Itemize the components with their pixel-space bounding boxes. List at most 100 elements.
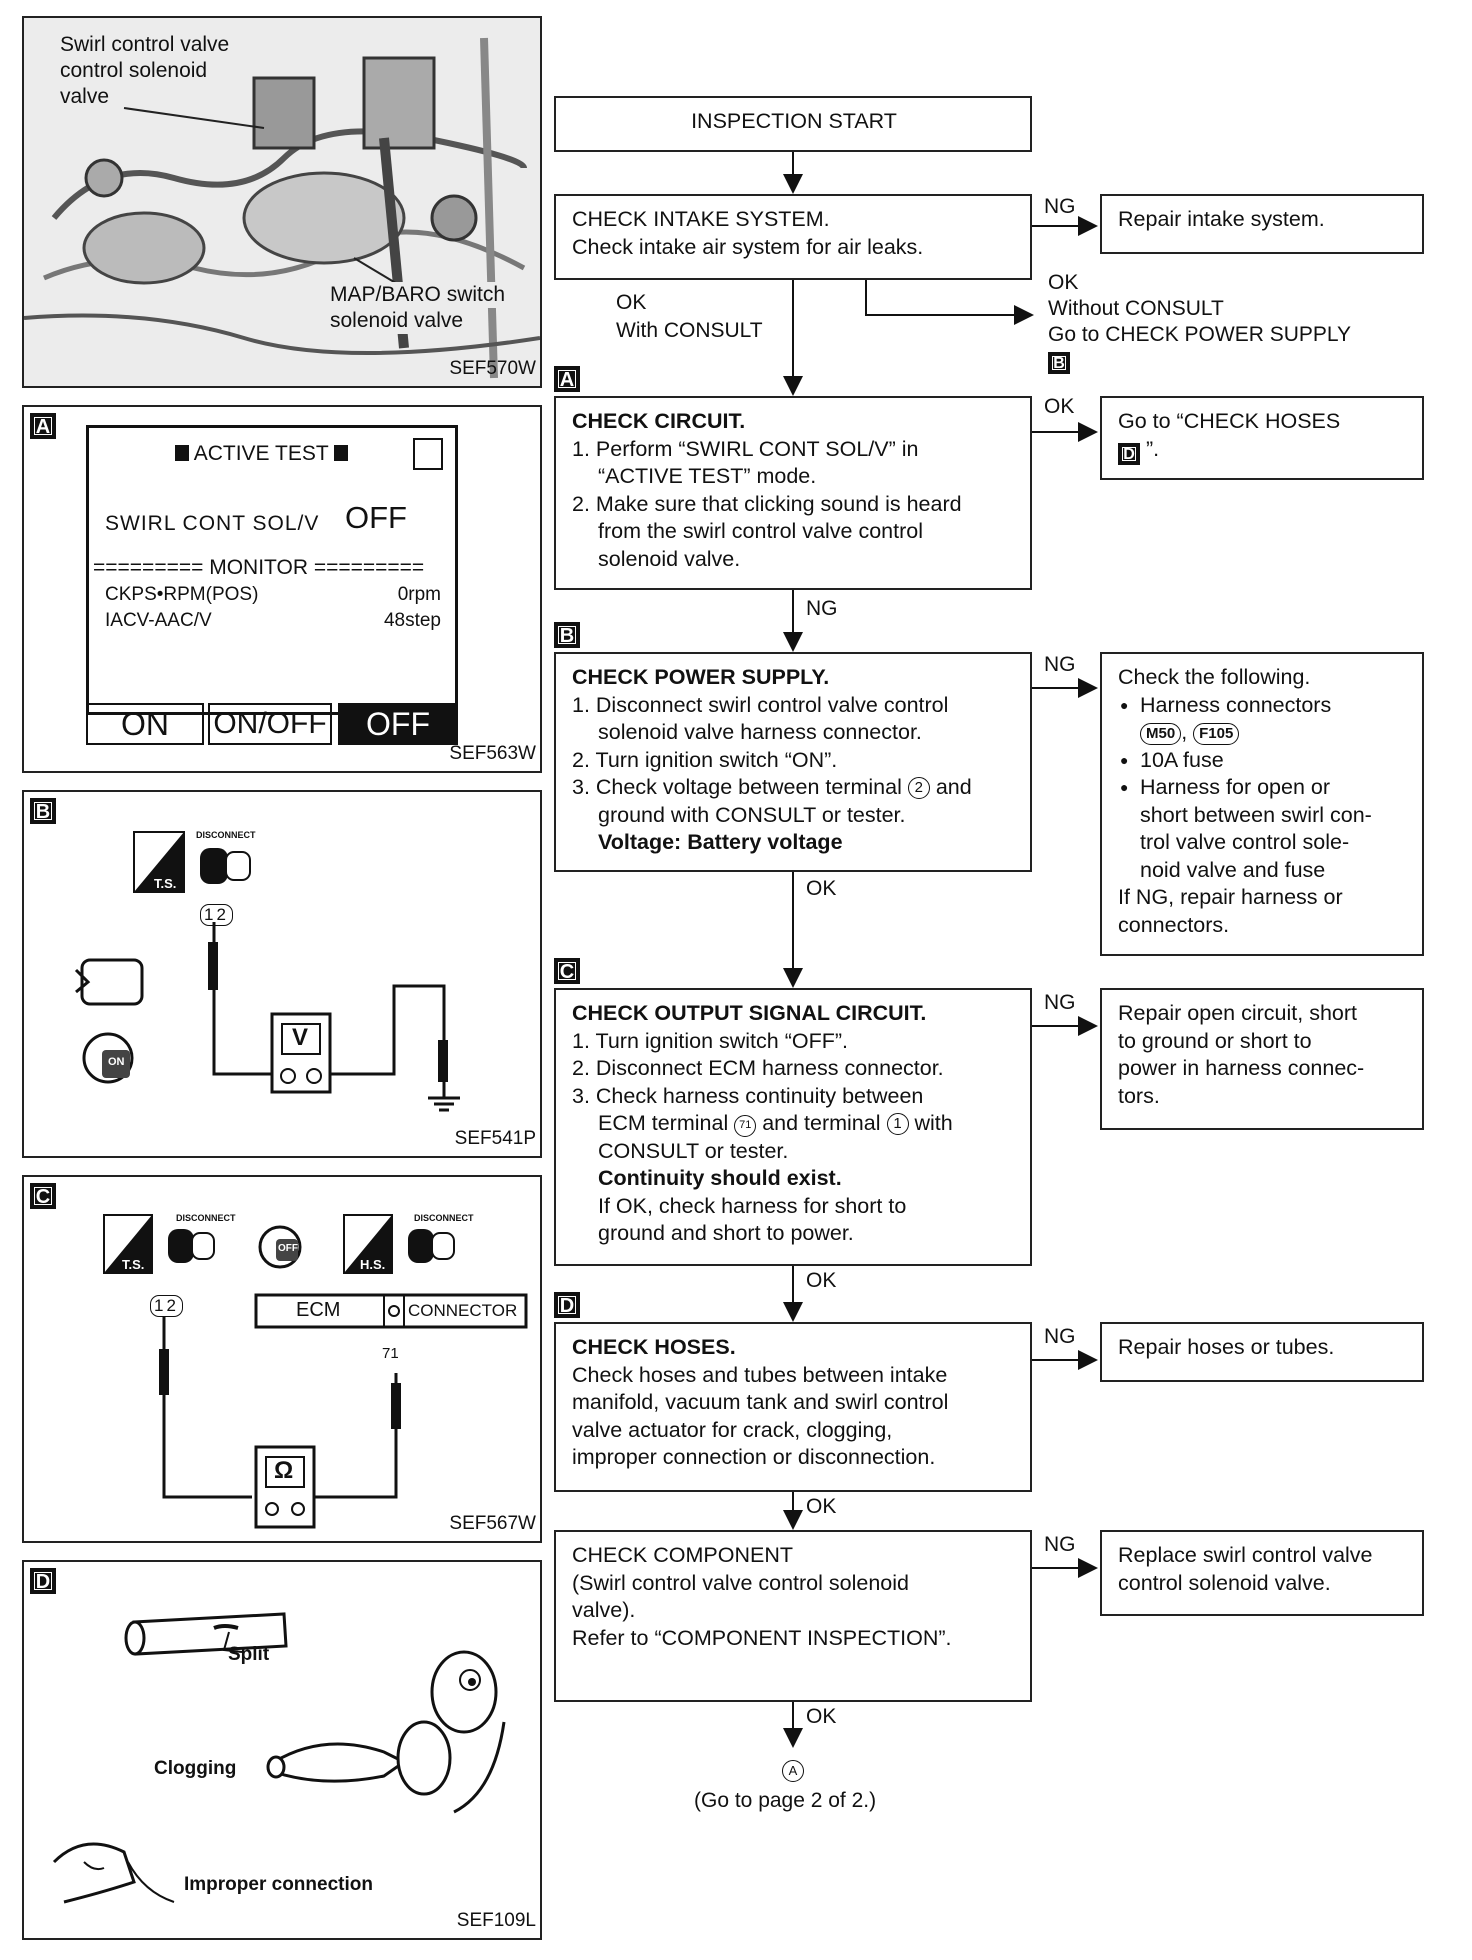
output-step-text: ECM terminal bbox=[598, 1111, 729, 1135]
hoses-text: manifold, vacuum tank and swirl control bbox=[572, 1390, 949, 1414]
on-button[interactable]: ON bbox=[86, 703, 204, 745]
ok-label: OK bbox=[806, 1495, 837, 1518]
active-test-title: ACTIVE TEST bbox=[193, 442, 329, 465]
check-item-text: trol valve control sole- bbox=[1140, 830, 1350, 854]
panel-b-power-test: B T.S. DISCONNECT 12 V ON SEF541P bbox=[22, 790, 542, 1158]
check-following-title: Check the following. bbox=[1118, 665, 1311, 689]
check-item-text: noid valve and fuse bbox=[1140, 857, 1326, 882]
inspection-start-text: INSPECTION START bbox=[691, 109, 897, 133]
power-step-3: 3. Check voltage between terminal 2 and bbox=[572, 774, 1016, 802]
intake-title: CHECK INTAKE SYSTEM. bbox=[572, 207, 830, 231]
ok-label: OK bbox=[806, 877, 837, 900]
monitor-row-name: CKPS•RPM(POS) bbox=[105, 584, 259, 605]
terminal-71-label: 71 bbox=[382, 1345, 399, 1362]
repair-intake-box: Repair intake system. bbox=[1100, 194, 1424, 254]
ok-label: OK bbox=[806, 1705, 837, 1728]
goto-tag-b: B bbox=[1048, 352, 1070, 374]
with-consult-label: With CONSULT bbox=[616, 319, 763, 342]
circuit-step: solenoid valve. bbox=[598, 546, 741, 571]
flow-tag-b: B bbox=[554, 622, 580, 648]
panel-tag-d: D bbox=[30, 1568, 56, 1594]
output-step: 3. Check harness continuity between bbox=[572, 1083, 924, 1108]
repair-open-text: tors. bbox=[1118, 1083, 1160, 1108]
circuit-title: CHECK CIRCUIT. bbox=[572, 409, 746, 433]
screen-corner-box[interactable] bbox=[413, 438, 443, 470]
flow-tag-a: A bbox=[554, 366, 580, 392]
hoses-text: valve actuator for crack, clogging, bbox=[572, 1417, 893, 1442]
replace-valve-text: Replace swirl control valve bbox=[1118, 1543, 1373, 1567]
check-hoses-box: CHECK HOSES. Check hoses and tubes betwe… bbox=[554, 1322, 1032, 1492]
goto-page-2: (Go to page 2 of 2.) bbox=[694, 1789, 877, 1812]
voltage-test-diagram bbox=[74, 831, 460, 1112]
monitor-row-value: 48step bbox=[383, 610, 441, 631]
disconnect-label: DISCONNECT bbox=[176, 1213, 236, 1223]
continuation-marker: A bbox=[782, 1760, 804, 1782]
component-text: valve). bbox=[572, 1598, 636, 1622]
circuit-step: “ACTIVE TEST” mode. bbox=[598, 464, 817, 488]
hoses-text: Check hoses and tubes between intake bbox=[572, 1362, 948, 1387]
power-step: 2. Turn ignition switch “ON”. bbox=[572, 747, 838, 772]
goto-hoses-box: Go to “CHECK HOSES D ”. bbox=[1100, 396, 1424, 480]
ecm-label: ECM bbox=[296, 1299, 341, 1321]
voltmeter-symbol: V bbox=[292, 1024, 309, 1051]
continuity-spec: Continuity should exist. bbox=[598, 1166, 842, 1190]
inspection-start-box: INSPECTION START bbox=[554, 96, 1032, 152]
voltage-spec: Voltage: Battery voltage bbox=[598, 830, 843, 854]
output-step: 1. Turn ignition switch “OFF”. bbox=[572, 1028, 848, 1053]
pin-label: 12 bbox=[150, 1295, 183, 1317]
ok-label: OK bbox=[1048, 271, 1079, 294]
panel-tag-a: A bbox=[30, 413, 56, 439]
repair-open-text: Repair open circuit, short bbox=[1118, 1001, 1357, 1025]
split-label: Split bbox=[228, 1644, 270, 1665]
flow-tag-c: C bbox=[554, 958, 580, 984]
ts-label: T.S. bbox=[122, 1257, 145, 1272]
monitor-row-name: IACV-AAC/V bbox=[105, 610, 212, 631]
key-off-label: OFF bbox=[278, 1243, 298, 1254]
improper-connection-label: Improper connection bbox=[184, 1874, 373, 1895]
if-ng-text: connectors. bbox=[1118, 912, 1230, 937]
pin-label: 12 bbox=[200, 904, 233, 926]
ng-label: NG bbox=[1044, 991, 1076, 1014]
ng-label: NG bbox=[806, 597, 838, 620]
test-item-label: SWIRL CONT SOL/V bbox=[105, 512, 320, 535]
power-step: 1. Disconnect swirl control valve contro… bbox=[572, 692, 949, 717]
connector-m50: M50 bbox=[1140, 723, 1182, 745]
goto-hoses-ref: D ”. bbox=[1118, 436, 1408, 465]
repair-open-box: Repair open circuit, short to ground or … bbox=[1100, 988, 1424, 1130]
ohmmeter-symbol: Ω bbox=[274, 1457, 294, 1484]
goto-hoses-text: Go to “CHECK HOSES bbox=[1118, 409, 1341, 433]
map-baro-label-2: solenoid valve bbox=[330, 308, 464, 334]
output-step-terminals: ECM terminal 71 and terminal 1 with bbox=[572, 1110, 1016, 1138]
repair-intake-text: Repair intake system. bbox=[1118, 207, 1325, 231]
output-step-text: with bbox=[914, 1111, 953, 1135]
ok-label: OK bbox=[616, 291, 647, 314]
figure-code: SEF570W bbox=[449, 358, 536, 379]
check-item-text: Harness for open or bbox=[1140, 775, 1331, 799]
check-output-box: CHECK OUTPUT SIGNAL CIRCUIT. 1. Turn ign… bbox=[554, 988, 1032, 1266]
replace-valve-text: control solenoid valve. bbox=[1118, 1570, 1331, 1595]
ng-label: NG bbox=[1044, 195, 1076, 218]
connector-f105: F105 bbox=[1193, 723, 1240, 745]
panel-c-continuity-test: C T.S. H.S. DISCONNECT DISCONNECT OFF 12… bbox=[22, 1175, 542, 1543]
component-title: CHECK COMPONENT bbox=[572, 1543, 793, 1567]
terminal-1-circle: 1 bbox=[886, 1113, 909, 1135]
on-off-button[interactable]: ON/OFF bbox=[208, 703, 332, 745]
power-step-text: 3. Check voltage between terminal bbox=[572, 775, 902, 799]
power-step: ground with CONSULT or tester. bbox=[598, 802, 906, 827]
output-step-text: and terminal bbox=[762, 1111, 881, 1135]
output-note: ground and short to power. bbox=[598, 1221, 854, 1245]
hoses-text: improper connection or disconnection. bbox=[572, 1445, 936, 1469]
panel-tag-c: C bbox=[30, 1183, 56, 1209]
check-power-box: CHECK POWER SUPPLY. 1. Disconnect swirl … bbox=[554, 652, 1032, 872]
without-consult-label: Without CONSULT bbox=[1048, 297, 1224, 320]
figure-code: SEF541P bbox=[454, 1128, 536, 1149]
terminal-71-circle: 71 bbox=[734, 1115, 757, 1137]
power-step: solenoid valve harness connector. bbox=[598, 720, 922, 744]
connector-label: CONNECTOR bbox=[408, 1301, 518, 1320]
test-item-value: OFF bbox=[345, 500, 407, 535]
monitor-row-value: 0rpm bbox=[397, 584, 441, 605]
goto-power-supply-label: Go to CHECK POWER SUPPLY bbox=[1048, 323, 1352, 346]
off-button[interactable]: OFF bbox=[338, 703, 458, 745]
